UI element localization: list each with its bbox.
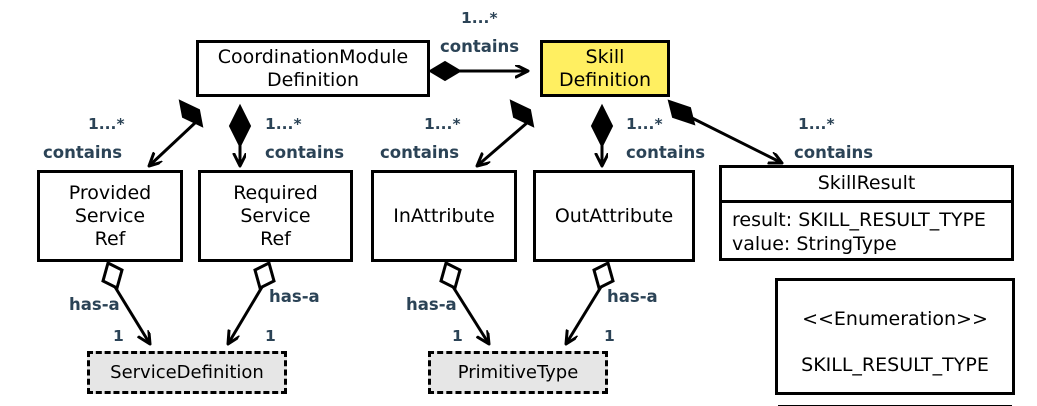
multiplicity-skill-contains-skill-result: 1...* [798, 115, 835, 133]
edge-cmd-contains-provided-service-ref [149, 99, 204, 166]
edge-required-service-ref-has-service-definition [228, 260, 276, 344]
enumeration-name: SKILL_RESULT_TYPE [801, 354, 989, 376]
class-name-required-service-ref: Required Service Ref [233, 181, 318, 250]
multiplicity-in-attribute-has-a: 1 [452, 327, 463, 345]
edge-skill-contains-out-attribute [590, 103, 614, 166]
label-required-service-ref-has-a: has-a [269, 287, 320, 306]
multiplicity-skill-contains-in-attribute: 1...* [424, 115, 461, 133]
edge-cmd-contains-required-service-ref [228, 103, 252, 166]
edge-skill-contains-skill-result [667, 99, 782, 163]
label-in-attribute-has-a: has-a [406, 295, 457, 314]
class-attributes-skill-result: result: SKILL_RESULT_TYPE value: StringT… [722, 203, 1011, 261]
class-name-provided-service-ref: Provided Service Ref [68, 181, 152, 250]
attribute-result: result: SKILL_RESULT_TYPE [732, 209, 986, 231]
edge-cmd-contains-skill [428, 60, 528, 82]
enumeration-header: <<Enumeration>> SKILL_RESULT_TYPE [778, 281, 1012, 406]
multiplicity-out-attribute-has-a: 1 [604, 327, 615, 345]
class-name-in-attribute: InAttribute [393, 204, 495, 227]
label-cmd-contains-provided-service-ref: contains [43, 143, 123, 162]
class-skill-result[interactable]: SkillResult result: SKILL_RESULT_TYPE va… [719, 165, 1014, 261]
class-name-skill-definition: Skill Definition [558, 45, 651, 91]
label-skill-contains-skill-result: contains [794, 143, 874, 162]
edge-out-attribute-has-primitive-type [566, 260, 615, 344]
multiplicity-cmd-contains-skill: 1...* [461, 9, 498, 27]
class-out-attribute[interactable]: OutAttribute [533, 170, 695, 262]
multiplicity-required-service-ref-has-a: 1 [265, 327, 276, 345]
class-service-definition[interactable]: ServiceDefinition [87, 351, 287, 394]
label-out-attribute-has-a: has-a [607, 287, 658, 306]
class-primitive-type[interactable]: PrimitiveType [428, 351, 608, 394]
label-cmd-contains-skill: contains [440, 37, 520, 56]
label-provided-service-ref-has-a: has-a [69, 295, 120, 314]
attribute-value: value: StringType [732, 233, 897, 255]
multiplicity-provided-service-ref-has-a: 1 [113, 327, 124, 345]
enumeration-stereotype: <<Enumeration>> [802, 308, 988, 330]
class-skill-definition[interactable]: Skill Definition [540, 40, 670, 97]
class-name-out-attribute: OutAttribute [554, 204, 674, 227]
class-name-service-definition: ServiceDefinition [110, 362, 264, 383]
class-name-coordination-module-definition: CoordinationModule Definition [217, 45, 409, 91]
label-cmd-contains-required-service-ref: contains [265, 143, 345, 162]
class-coordination-module-definition[interactable]: CoordinationModule Definition [196, 40, 430, 97]
class-in-attribute[interactable]: InAttribute [371, 170, 517, 262]
edge-skill-contains-in-attribute [477, 99, 535, 166]
class-required-service-ref[interactable]: Required Service Ref [198, 170, 353, 262]
class-provided-service-ref[interactable]: Provided Service Ref [37, 170, 183, 262]
enumeration-skill-result-type[interactable]: <<Enumeration>> SKILL_RESULT_TYPE SUCCES… [775, 278, 1015, 406]
edge-provided-service-ref-has-service-definition [101, 260, 150, 344]
label-skill-contains-in-attribute: contains [380, 143, 460, 162]
multiplicity-cmd-contains-required-service-ref: 1...* [265, 115, 302, 133]
class-name-skill-result: SkillResult [722, 168, 1011, 203]
multiplicity-skill-contains-out-attribute: 1...* [626, 115, 663, 133]
class-name-primitive-type: PrimitiveType [457, 362, 579, 383]
multiplicity-cmd-contains-provided-service-ref: 1...* [88, 115, 125, 133]
label-skill-contains-out-attribute: contains [626, 143, 706, 162]
edge-in-attribute-has-primitive-type [439, 260, 489, 344]
